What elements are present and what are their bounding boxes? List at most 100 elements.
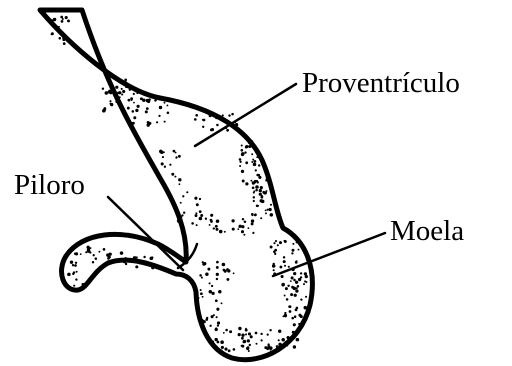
stipple-dot [226, 278, 229, 281]
stipple-dot [124, 81, 126, 83]
stipple-dot [196, 203, 199, 206]
stipple-dot [127, 99, 130, 102]
stipple-dot [295, 281, 298, 284]
stipple-dot [236, 124, 238, 126]
stipple-dot [117, 259, 119, 261]
stipple-dot [221, 346, 224, 349]
stipple-dot [51, 32, 54, 35]
stipple-dot [255, 169, 257, 171]
stipple-dot [216, 316, 218, 318]
stipple-dot [132, 110, 135, 113]
stipple-dot [220, 340, 224, 344]
stipple-dot [182, 195, 184, 197]
stipple-dot [233, 348, 236, 351]
stipple-dot [144, 260, 146, 262]
stipple-dot [224, 348, 227, 351]
stipple-dot [304, 306, 308, 310]
stipple-dot [200, 214, 203, 217]
stipple-dot [297, 285, 300, 288]
stipple-dot [74, 253, 76, 255]
stipple-dot [135, 109, 138, 112]
stipple-dot [251, 153, 253, 155]
stipple-dot [305, 281, 307, 283]
stipple-dot [298, 323, 300, 325]
stipple-dot [216, 261, 219, 264]
stipple-dot [59, 37, 62, 40]
stipple-dot [209, 290, 212, 293]
stipple-dot [217, 324, 219, 326]
stipple-dot [180, 222, 183, 225]
stipple-dot [260, 333, 262, 335]
stipple-dot [273, 242, 275, 244]
stipple-dot [293, 279, 296, 282]
stipple-dot [296, 241, 298, 243]
stipple-dot [241, 170, 244, 173]
stipple-dot [154, 99, 157, 102]
stipple-dot [292, 249, 295, 252]
stipple-dot [216, 308, 219, 311]
stipple-dot [283, 260, 286, 263]
stipple-dot [171, 173, 174, 176]
stipple-dot [282, 283, 284, 285]
stipple-dot [201, 277, 203, 279]
stipple-dot [169, 164, 171, 166]
stipple-dot [279, 241, 282, 244]
stipple-dot [164, 166, 166, 168]
stipple-dot [256, 156, 258, 158]
stipple-dot [244, 151, 246, 153]
stipple-dot [293, 345, 296, 348]
stipple-dot [179, 183, 181, 185]
stipple-dot [283, 256, 285, 258]
stipple-dot [238, 333, 241, 336]
stipple-dot [186, 191, 188, 193]
stipple-dot [175, 152, 177, 154]
stipple-dot [183, 212, 185, 214]
stipple-dot [241, 225, 244, 228]
stipple-dot [214, 338, 217, 341]
stipple-dot [284, 265, 286, 267]
stipple-dot [121, 93, 123, 95]
stipple-dot [305, 296, 307, 298]
stipple-dot [278, 339, 280, 341]
stipple-dot [231, 219, 234, 222]
stipple-dot [284, 312, 286, 314]
stipple-dot [247, 346, 249, 348]
stipple-dot [238, 327, 241, 330]
stipple-dot [176, 156, 178, 158]
stipple-dot [199, 198, 201, 200]
stipple-dot [197, 297, 199, 299]
stipple-dot [140, 97, 143, 100]
stipple-dot [140, 262, 142, 264]
stipple-dot [265, 209, 267, 211]
stipple-dot [298, 249, 300, 251]
stipple-dot [252, 186, 255, 189]
stipple-dot [284, 295, 286, 297]
stipple-dot [109, 100, 111, 102]
stipple-dot [254, 160, 257, 163]
stipple-dot [191, 222, 194, 225]
stipple-dot [294, 315, 297, 318]
stipple-dot [127, 85, 131, 89]
stipple-dot [231, 113, 234, 116]
stipple-dot [259, 193, 262, 196]
stipple-dot [151, 266, 154, 269]
stipple-dot [288, 306, 290, 308]
stipple-dot [119, 96, 121, 98]
stipple-dot [215, 117, 217, 119]
stipple-dot [294, 287, 296, 289]
stipple-dot [239, 161, 241, 163]
stipple-dot [300, 272, 302, 274]
stipple-dot [158, 115, 160, 117]
stipple-dot [205, 318, 208, 321]
stipple-dot [253, 196, 255, 198]
stipple-dot [133, 116, 136, 119]
stipple-dot [212, 292, 215, 295]
stipple-dot [219, 230, 223, 234]
stipple-dot [286, 298, 289, 301]
stipple-dot [278, 343, 281, 346]
stipple-dot [159, 106, 162, 109]
stipple-dot [174, 176, 176, 178]
stipple-dot [72, 264, 74, 266]
stipple-dot [136, 260, 139, 263]
stipple-dot [117, 79, 119, 81]
